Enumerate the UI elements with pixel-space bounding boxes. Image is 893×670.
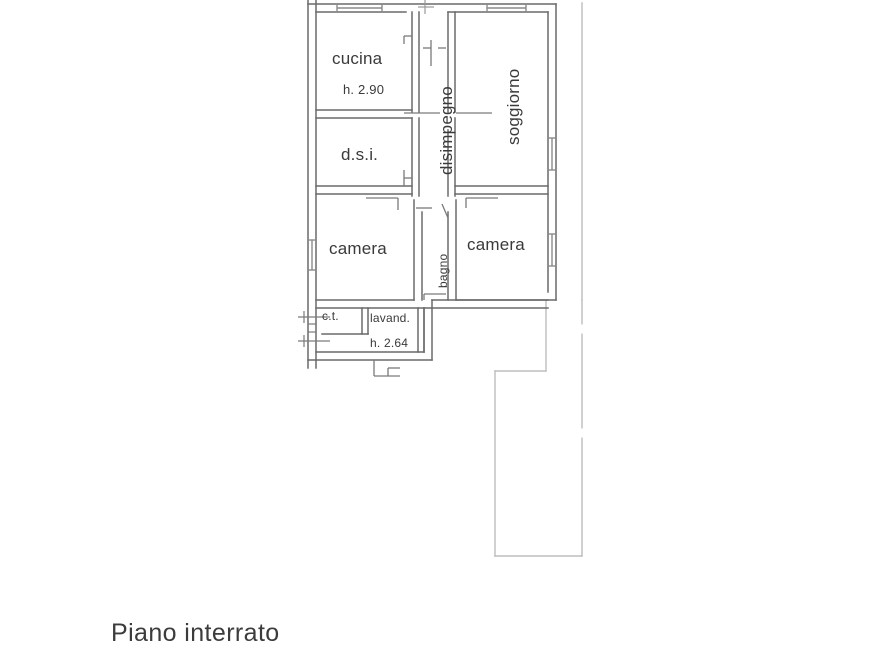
outer-perimeter-thin [494, 2, 584, 557]
room-label-camera-left: camera [329, 239, 387, 258]
room-label-bagno: bagno [436, 253, 450, 288]
door-symbols [366, 35, 498, 377]
dimension-ticks [418, 0, 434, 14]
ct-fixture-marks [298, 311, 330, 347]
room-label-cucina: cucina [332, 49, 383, 68]
room-label-disimpegno: disimpegno [437, 86, 456, 175]
room-label-lavanderia: lavand. [370, 311, 411, 325]
window-openings [308, 4, 556, 271]
room-label-ct: c.t. [322, 309, 339, 323]
interior-walls [315, 11, 549, 353]
room-label-soggiorno: soggiorno [504, 68, 523, 145]
room-height-lavanderia: h. 2.64 [370, 336, 409, 350]
plan-caption: Piano interrato [111, 619, 280, 647]
apartment-outer-walls [307, 0, 557, 369]
room-label-camera-right: camera [467, 235, 525, 254]
room-height-cucina: h. 2.90 [343, 82, 385, 97]
room-label-dsi: d.s.i. [341, 145, 379, 164]
